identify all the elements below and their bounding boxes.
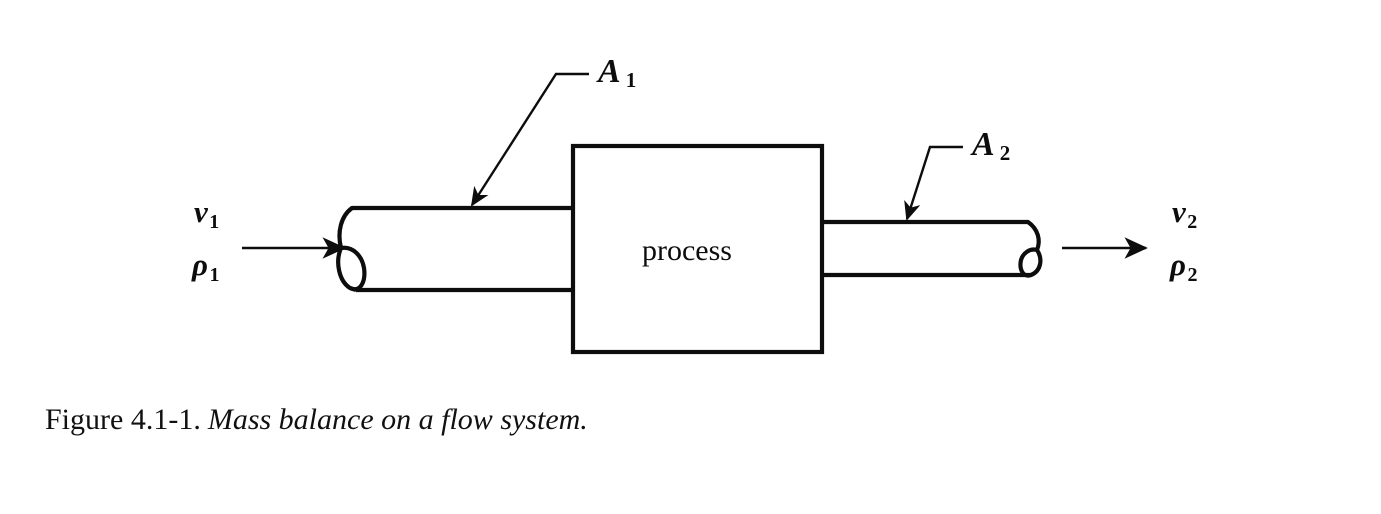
outlet-density-label: ρ2 [1170, 249, 1197, 285]
process-box-label: process [642, 234, 732, 267]
inlet-pipe-mouth-ellipse [336, 245, 367, 292]
inlet-pipe-mouth-upper-curve [337, 205, 355, 251]
figure-caption-title: Mass balance on a flow system. [207, 403, 588, 436]
inlet-density-symbol: ρ [192, 247, 208, 282]
outlet-velocity-symbol: v [1172, 194, 1186, 229]
outlet-area-symbol: A [972, 126, 995, 163]
inlet-area-symbol: A [598, 53, 621, 90]
area-1-leader-line [470, 72, 589, 207]
inlet-velocity-symbol: v [194, 194, 208, 229]
outlet-pipe [820, 219, 1043, 278]
outlet-pipe-mouth-upper-curve [1025, 219, 1041, 253]
outlet-velocity-subscript: 2 [1187, 210, 1198, 233]
inlet-density-subscript: 1 [209, 263, 220, 286]
inlet-density-label: ρ1 [192, 249, 219, 285]
outlet-density-symbol: ρ [1170, 247, 1186, 282]
outlet-density-subscript: 2 [1187, 263, 1198, 286]
area-2-leader-line [904, 145, 963, 221]
inlet-velocity-label: v1 [194, 196, 219, 232]
figure-caption: Figure 4.1-1.Mass balance on a flow syst… [45, 403, 588, 437]
inlet-velocity-subscript: 1 [209, 210, 220, 233]
figure-caption-number: Figure 4.1-1. [45, 403, 201, 436]
inlet-pipe-mouth-bottom-join [349, 286, 357, 292]
inlet-area-subscript: 1 [625, 68, 637, 93]
outlet-velocity-label: v2 [1172, 196, 1197, 232]
outlet-area-subscript: 2 [999, 141, 1011, 166]
inlet-pipe [336, 205, 575, 293]
outlet-pipe-mouth-ellipse [1018, 247, 1043, 278]
process-box [570, 143, 825, 355]
